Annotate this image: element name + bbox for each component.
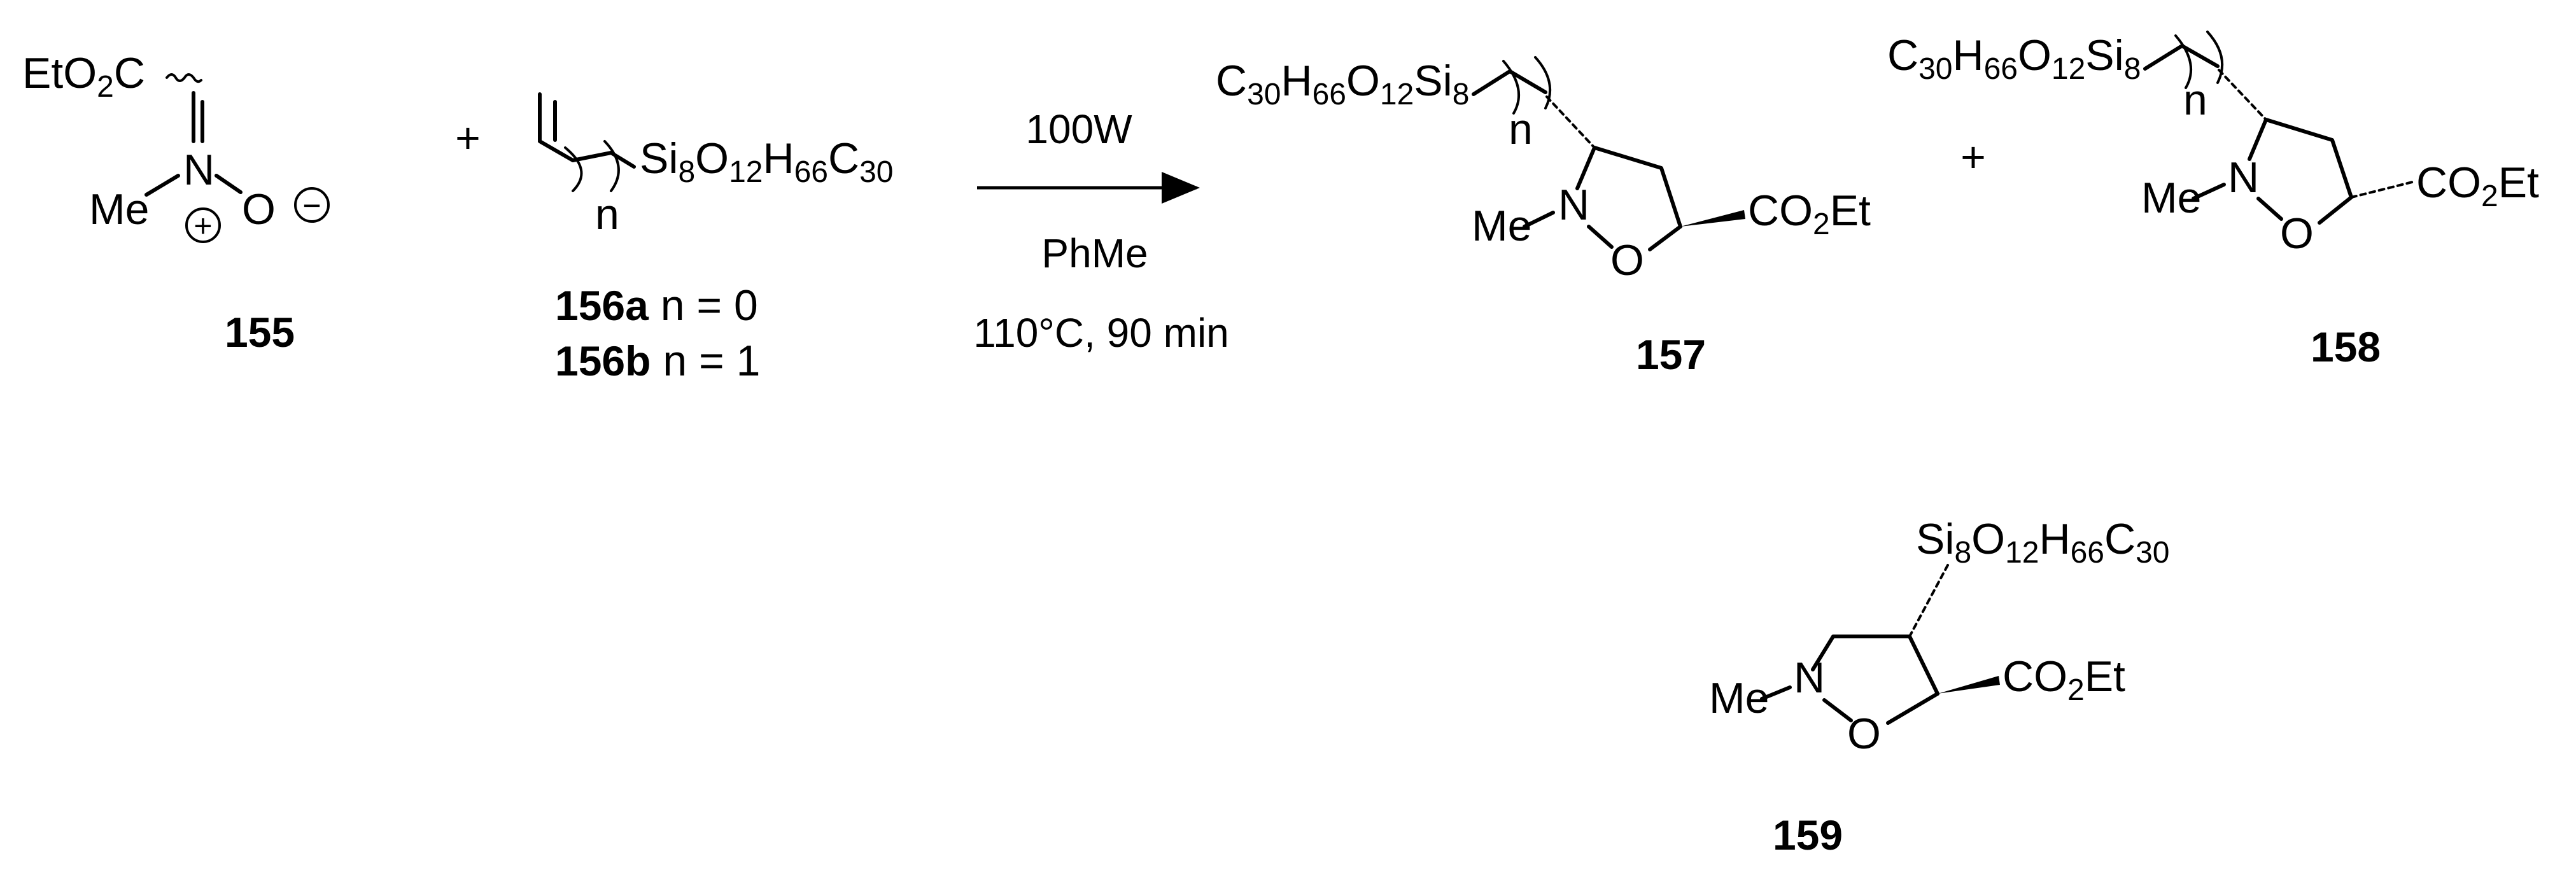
reaction-arrow-group: 100W PhMe 110°C, 90 min	[973, 106, 1229, 356]
n-methyl-bond-159	[1760, 685, 1792, 701]
wavy-bond-icon	[165, 73, 202, 83]
n-methyl-bond-158	[2192, 183, 2226, 200]
ester-group-157: CO2Et	[1748, 186, 1871, 241]
minus-charge-sign: −	[302, 188, 321, 223]
bracket-right-157-icon	[1534, 56, 1552, 109]
chain-bond-157	[1472, 69, 1547, 96]
silyl-group-158: C30H66O12Si8	[1887, 31, 2141, 86]
nitrogen-159: N	[1794, 654, 1825, 702]
ester-group-155: EtO2C	[22, 49, 145, 104]
bracket-right-icon	[603, 140, 620, 192]
compound-156: n Si8O12H66C30 156a n = 0 156b n = 1	[538, 92, 893, 385]
label-159: 159	[1773, 811, 1843, 859]
nitrogen-158: N	[2228, 153, 2259, 202]
compound-158: C30H66O12Si8 n N O Me CO2Et 158	[1887, 31, 2539, 370]
n-o-bond-157	[1587, 225, 1614, 249]
chain-bond-2	[571, 151, 636, 169]
label-156b: 156b n = 1	[555, 337, 760, 385]
label-155: 155	[225, 309, 295, 356]
bracket-right-158-icon	[2206, 31, 2224, 84]
bracket-left-icon	[564, 146, 583, 192]
hashed-wedge-158-a	[2218, 69, 2267, 121]
label-157: 157	[1636, 331, 1706, 378]
plus-sign-2: +	[1960, 133, 1986, 181]
condition-temp-time: 110°C, 90 min	[973, 310, 1229, 356]
oxygen-158: O	[2280, 209, 2314, 258]
n-o-bond-158	[2256, 197, 2283, 221]
o-c5-bond-157	[1648, 225, 1682, 251]
ester-group-158: CO2Et	[2416, 158, 2539, 213]
o-c5-bond-158	[2318, 195, 2353, 225]
condition-solvent: PhMe	[1041, 230, 1148, 276]
o-c5-bond-159	[1886, 692, 1939, 725]
ring-bonds-159	[1811, 635, 1939, 696]
oxygen-159: O	[1847, 710, 1881, 758]
silyl-group-157: C30H66O12Si8	[1216, 57, 1469, 111]
oxygen-155: O	[242, 185, 276, 234]
bracket-left-157-icon	[1502, 60, 1520, 115]
label-156a: 156a n = 0	[555, 281, 758, 330]
nitrogen-155: N	[183, 146, 215, 194]
methyl-158: Me	[2141, 174, 2201, 222]
n-methyl-bond	[144, 174, 180, 197]
n-methyl-bond-157	[1523, 211, 1555, 228]
ring-bonds-157	[1575, 146, 1682, 228]
bracket-left-158-icon	[2174, 34, 2192, 89]
positive-charge-icon	[185, 207, 221, 243]
repeat-n-157: n	[1509, 105, 1533, 153]
n-oxygen-bond	[215, 174, 243, 194]
plus-sign-1: +	[455, 114, 481, 162]
n-o-bond-159	[1822, 698, 1853, 722]
ring-bonds-158	[2248, 118, 2353, 199]
plus-charge-sign: +	[194, 208, 212, 244]
methyl-159-label: Me	[1709, 674, 1769, 722]
oxygen-157: O	[1610, 236, 1644, 284]
compound-157: C30H66O12Si8 n N O Me CO2Et 157	[1216, 56, 1871, 378]
nitrogen-157: N	[1558, 181, 1589, 229]
hashed-wedge-158-b	[2350, 181, 2414, 199]
label-158: 158	[2311, 323, 2381, 370]
silyl-group-159: Si8O12H66C30	[1916, 515, 2169, 570]
compound-155: EtO2C N Me O + − 155	[22, 49, 330, 356]
methyl-155: Me	[89, 185, 149, 234]
repeat-n-156: n	[595, 190, 619, 239]
methyl-157: Me	[1472, 202, 1531, 250]
chain-bond-158	[2143, 44, 2220, 71]
ester-group-159: CO2Et	[2002, 652, 2125, 707]
bold-wedge-159	[1938, 676, 2000, 694]
hashed-wedge-157	[1545, 95, 1596, 149]
silyl-group-156: Si8O12H66C30	[640, 134, 893, 189]
bold-wedge-157	[1680, 210, 1745, 227]
repeat-n-158: n	[2183, 76, 2207, 124]
chain-bond	[538, 139, 575, 162]
condition-power: 100W	[1025, 106, 1132, 152]
compound-159: Si8O12H66C30 N O Me CO2Et 159	[1709, 515, 2169, 859]
negative-charge-icon	[294, 187, 330, 223]
hashed-wedge-159	[1908, 564, 1949, 638]
